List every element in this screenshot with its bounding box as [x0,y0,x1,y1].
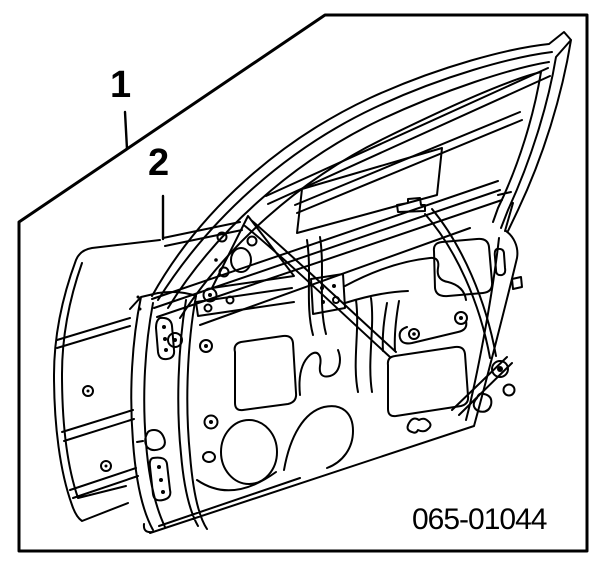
panel-hole-dot [208,293,212,297]
plate-dot [332,284,336,288]
panel-hole [167,332,183,348]
arm-pivot-dot [412,332,416,336]
speck [136,295,140,299]
outer-door-panel [53,239,161,522]
outer-panel-outline [53,239,161,522]
latch-area [451,276,523,416]
panel-hole-dot [204,344,208,348]
mirror-mount-hole [230,247,252,273]
panel-hole [203,414,219,430]
mount-hole [218,266,230,278]
panel-hole-dot [173,338,177,342]
latch-hole [491,360,509,378]
panel-hole [199,339,213,353]
plate-hole [332,296,340,304]
inner-panel-cutouts [167,237,507,485]
bar-hole [225,295,235,305]
callout-leader-lines [123,110,165,241]
arm-pivot-dot [459,316,463,320]
callout-label-2: 2 [148,142,170,184]
outer-panel-hole [100,460,112,472]
hinge-bolt [163,337,167,341]
part-number: 065-01044 [412,503,547,536]
outer-panel-hole [82,385,94,397]
window-frame [151,31,572,319]
outer-panel-hole-dot [104,464,108,468]
hinge-bolt [164,348,168,352]
bar-hole [203,303,213,313]
mount-hole [216,231,228,243]
mount-dot [214,258,218,262]
service-holes [233,237,507,434]
figure-border [17,13,589,553]
latch-hole-dot [497,366,503,372]
latch-lines [451,276,523,416]
panel-hole [202,287,218,303]
hinge-bolt [162,325,166,329]
hinge-bolt [159,478,163,482]
window-glass [296,147,443,234]
inner-panel-body [142,230,519,534]
arm-pivot-hole [454,311,468,325]
mount-hole [246,235,258,247]
panel-hole [202,451,216,463]
speaker-hole [220,419,278,485]
panel-hole-dot [209,420,213,424]
callout-label-1: 1 [110,64,132,106]
arm-pivot-hole [408,328,420,340]
hinge-bolt [161,490,165,494]
latch-hole [502,383,516,397]
outer-panel-hole-dot [86,389,90,393]
hinge-bolt [157,465,161,469]
